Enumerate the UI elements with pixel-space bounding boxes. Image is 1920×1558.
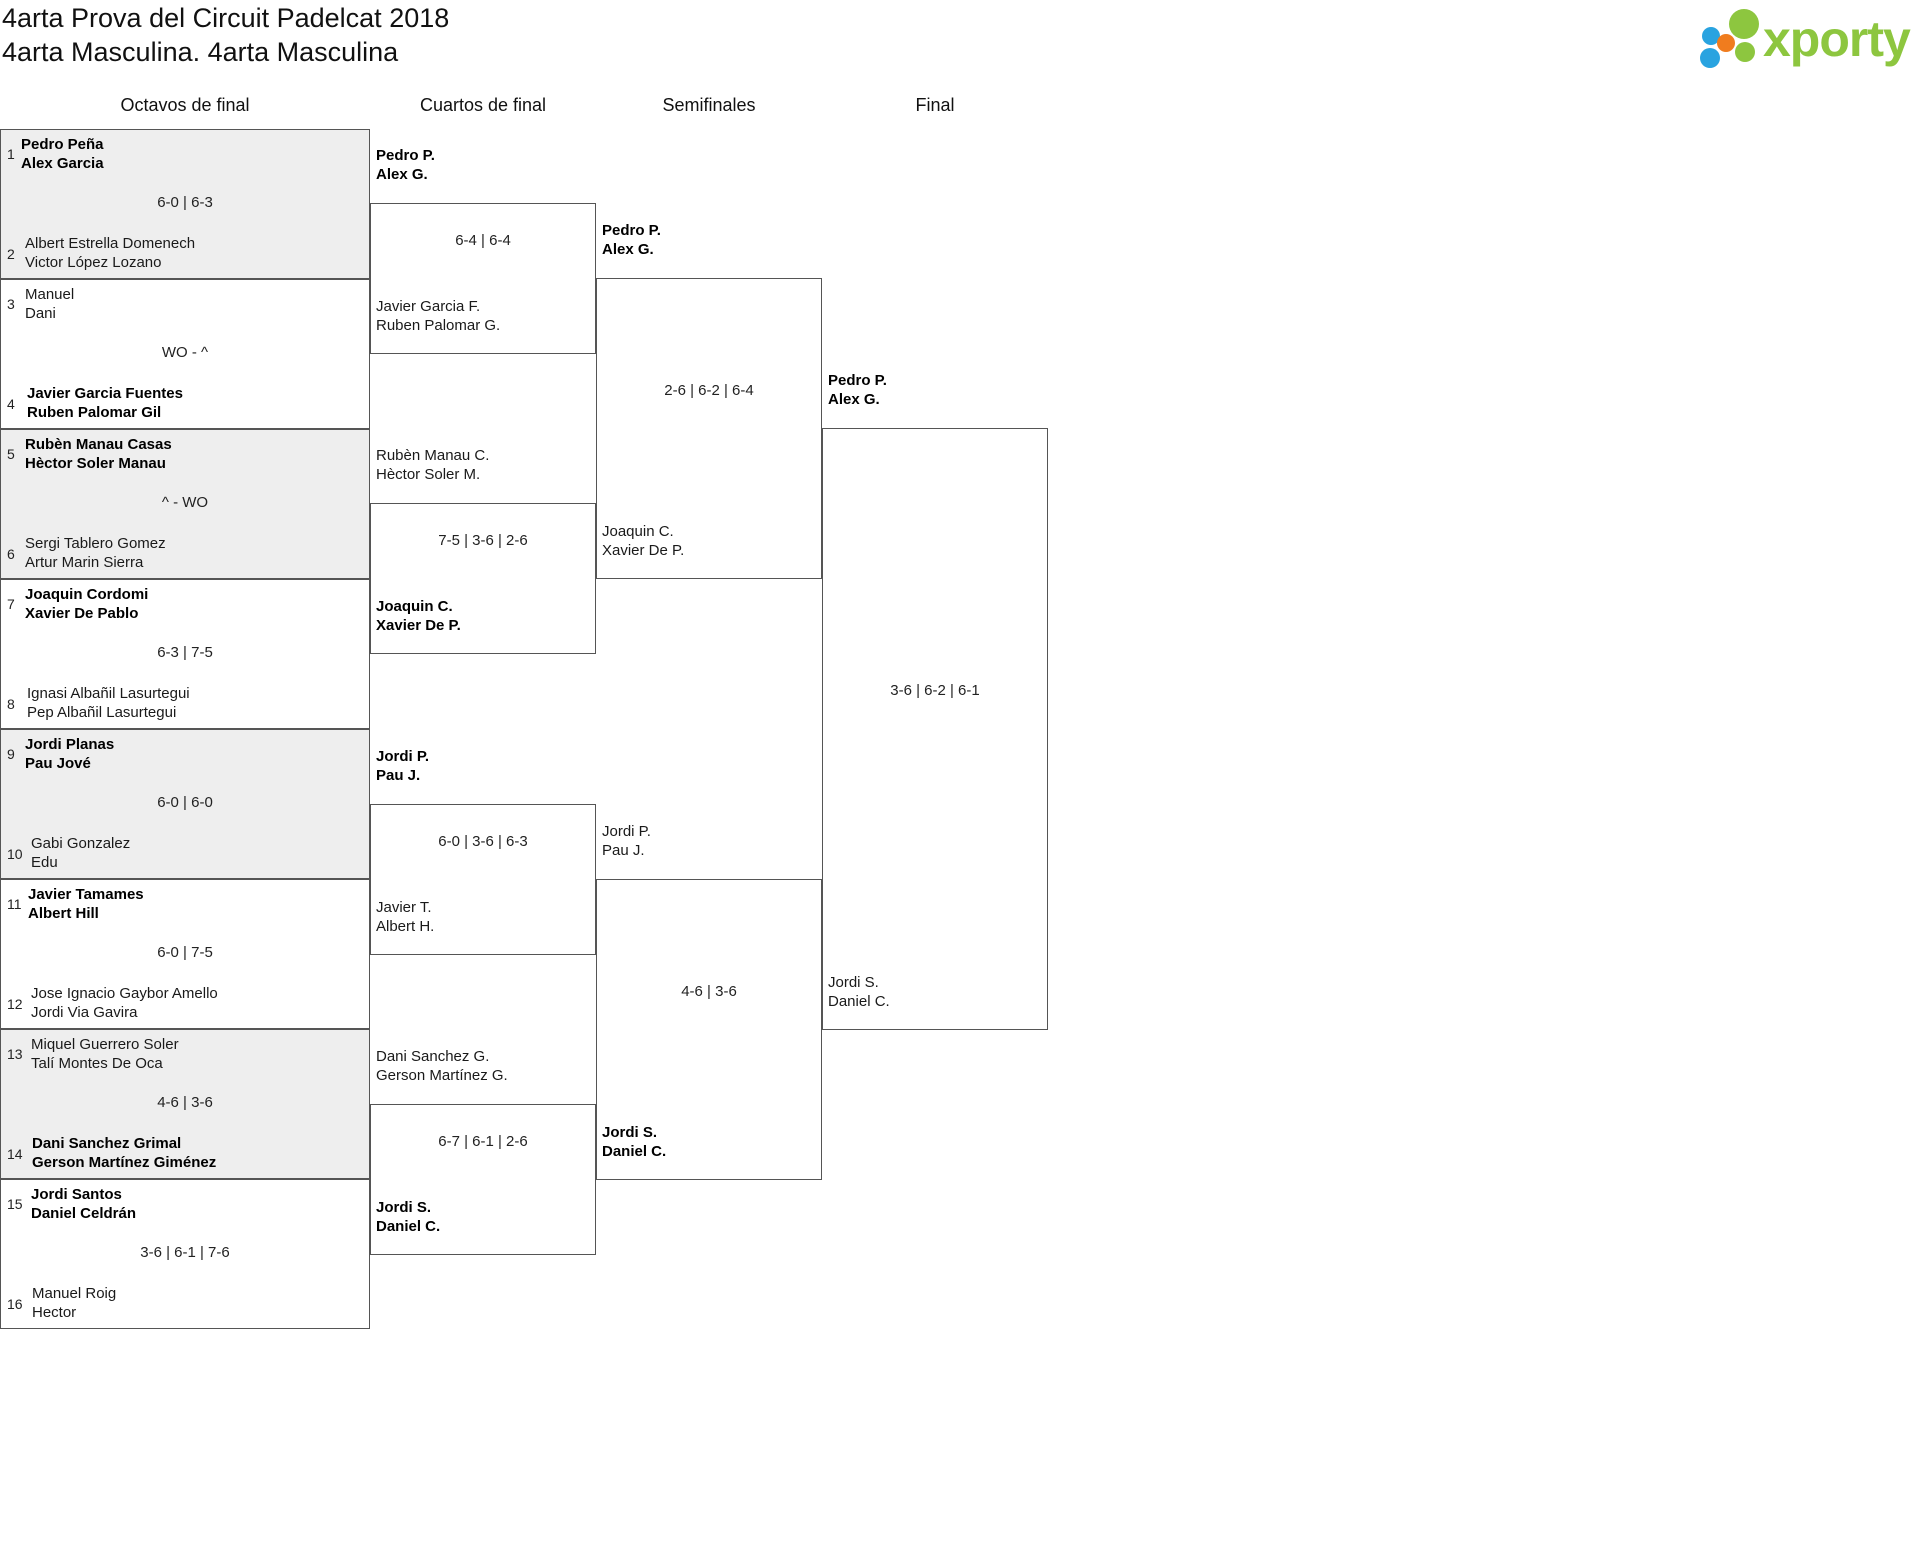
final-team-b: Jordi S.Daniel C.: [828, 974, 890, 1010]
sf2-team-a: Jordi P.Pau J.: [602, 823, 651, 859]
round-header-qf: Cuartos de final: [419, 95, 547, 115]
category-title: 4arta Masculina. 4arta Masculina: [2, 37, 399, 67]
qf4-team-a: Dani Sanchez G.Gerson Martínez G.: [376, 1048, 508, 1084]
match-score: 6-0 | 6-3: [157, 194, 213, 211]
match-score: 3-6 | 6-2 | 6-1: [890, 682, 980, 699]
match-score: 6-3 | 7-5: [157, 644, 213, 661]
qf-match-3: 6-0 | 3-6 | 6-3: [370, 804, 596, 955]
logo-dot-blue2-icon: [1700, 48, 1720, 68]
match-score: 6-0 | 7-5: [157, 944, 213, 961]
qf1-team-a: Pedro P.Alex G.: [376, 147, 435, 183]
seed-number: 4: [7, 396, 15, 412]
qf2-team-a: Rubèn Manau C.Hèctor Soler M.: [376, 447, 490, 483]
seed-number: 10: [7, 846, 23, 862]
match-score: ^ - WO: [161, 494, 209, 511]
qf-match-4: 6-7 | 6-1 | 2-6: [370, 1104, 596, 1255]
sf-match-2: 4-6 | 3-6: [596, 879, 822, 1180]
qf-match-2: 7-5 | 3-6 | 2-6: [370, 503, 596, 654]
qf3-team-a: Jordi P.Pau J.: [376, 748, 430, 784]
sf-match-1: 2-6 | 6-2 | 6-4: [596, 278, 822, 579]
seed-number: 16: [7, 1296, 23, 1312]
seed-number: 3: [7, 296, 15, 312]
seed-number: 11: [7, 896, 22, 912]
match-score: 6-4 | 6-4: [455, 232, 511, 249]
logo-dot-orange-icon: [1717, 34, 1735, 52]
seed-number: 13: [7, 1046, 23, 1062]
match-score: 3-6 | 6-1 | 7-6: [140, 1244, 230, 1261]
round-header-final: Final: [915, 95, 955, 115]
qf1-team-b: Javier Garcia F.Ruben Palomar G.: [376, 298, 501, 334]
match-score: 6-7 | 6-1 | 2-6: [438, 1133, 528, 1150]
seed-number: 8: [7, 696, 15, 712]
logo-dot-green-icon: [1729, 9, 1759, 39]
seed-number: 15: [7, 1196, 23, 1212]
logo-wordmark: xporty: [1763, 11, 1911, 67]
round-header-sf: Semifinales: [662, 95, 756, 115]
match-score: 4-6 | 3-6: [157, 1094, 213, 1111]
seed-number: 1: [7, 146, 15, 162]
match-score: 2-6 | 6-2 | 6-4: [664, 382, 754, 399]
logo-dot-green2-icon: [1735, 42, 1755, 62]
seed-number: 7: [7, 596, 15, 612]
seed-number: 9: [7, 746, 15, 762]
sf2-team-b: Jordi S.Daniel C.: [602, 1124, 667, 1160]
seed-number: 12: [7, 996, 23, 1012]
seed-number: 2: [7, 246, 15, 262]
qf3-team-b: Javier T.Albert H.: [376, 899, 435, 935]
match-score: 6-0 | 6-0: [157, 794, 213, 811]
final-team-a: Pedro P.Alex G.: [828, 372, 887, 408]
qf2-team-b: Joaquin C.Xavier De P.: [376, 598, 461, 634]
seed-number: 14: [7, 1146, 23, 1162]
match-score: 7-5 | 3-6 | 2-6: [438, 532, 528, 549]
logo-dot-blue-icon: [1702, 27, 1720, 45]
round-header-r16: Octavos de final: [120, 95, 250, 115]
qf4-team-b: Jordi S.Daniel C.: [376, 1199, 441, 1235]
match-score: 6-0 | 3-6 | 6-3: [438, 833, 528, 850]
tournament-title: 4arta Prova del Circuit Padelcat 2018: [2, 3, 450, 33]
seed-number: 5: [7, 446, 15, 462]
seed-number: 6: [7, 546, 15, 562]
final-match: 3-6 | 6-2 | 6-1: [822, 428, 1048, 1030]
qf-match-1: 6-4 | 6-4: [370, 203, 596, 354]
xporty-logo[interactable]: xporty: [1697, 4, 1920, 68]
match-score: WO - ^: [161, 344, 209, 361]
sf1-team-b: Joaquin C.Xavier De P.: [602, 523, 685, 559]
match-score: 4-6 | 3-6: [681, 983, 737, 1000]
sf1-team-a: Pedro P.Alex G.: [602, 222, 661, 258]
